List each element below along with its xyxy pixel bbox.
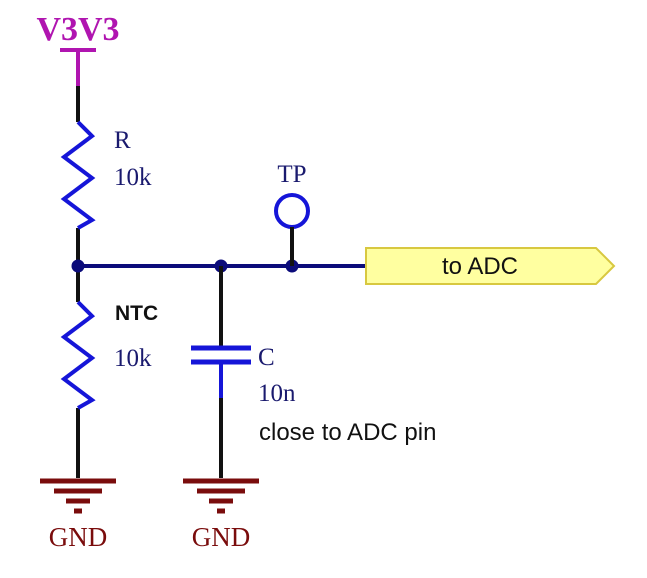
ground-label: GND xyxy=(192,522,251,552)
capacitor-placement-note: close to ADC pin xyxy=(259,419,436,446)
adc-port-label: to ADC xyxy=(442,253,518,280)
capacitor-value: 10n xyxy=(258,380,296,407)
ground-left: GND xyxy=(40,478,116,552)
resistor-r-designator: R xyxy=(114,127,131,154)
ground-right: GND xyxy=(183,478,259,552)
adc-port: to ADC xyxy=(365,247,616,285)
adc-port-shape xyxy=(365,247,616,285)
junction-dot xyxy=(71,259,85,273)
test-point: TP xyxy=(274,161,310,266)
thermistor-ntc: NTC 10k xyxy=(60,300,158,410)
thermistor-ntc-value: 10k xyxy=(114,345,152,372)
power-rail-label: V3V3 xyxy=(36,11,119,48)
resistor-r-value: 10k xyxy=(114,164,152,191)
thermistor-ntc-symbol xyxy=(60,300,96,410)
test-point-circle xyxy=(274,193,310,229)
test-point-label: TP xyxy=(277,161,306,188)
resistor-r: R 10k xyxy=(60,120,152,230)
ground-label: GND xyxy=(49,522,108,552)
power-rail-v3v3: V3V3 xyxy=(36,11,120,86)
thermistor-ntc-designator: NTC xyxy=(115,302,158,325)
capacitor-c: C 10n close to ADC pin xyxy=(191,266,436,478)
capacitor-designator: C xyxy=(258,344,275,371)
resistor-r-symbol xyxy=(60,120,96,230)
